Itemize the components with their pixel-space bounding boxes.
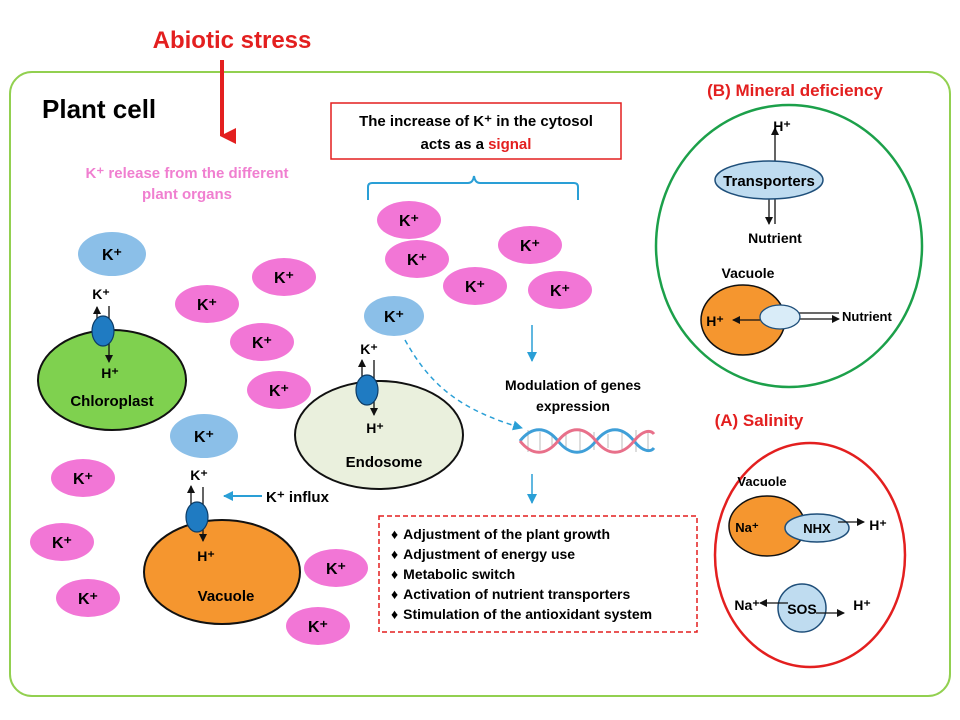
svg-text:K⁺: K⁺ — [252, 335, 272, 352]
chloroplast-label: Chloroplast — [70, 393, 153, 410]
transporters-shape — [714, 160, 824, 200]
transporters-label: Transporters — [723, 173, 815, 190]
svg-text:K⁺: K⁺ — [269, 383, 289, 400]
outcome-item: ♦Activation of nutrient transporters — [391, 586, 631, 602]
salinity-title: (A) Salinity — [715, 411, 804, 430]
svg-text:K⁺: K⁺ — [399, 213, 419, 230]
svg-text:K⁺: K⁺ — [73, 471, 93, 488]
dna-helix-icon — [518, 428, 656, 454]
chloroplast-h-label: H⁺ — [101, 365, 119, 381]
membrane-channel-icon — [91, 315, 115, 347]
chloroplast-k-label: K⁺ — [92, 286, 110, 302]
mineral-vacuole-nutrient-label: Nutrient — [842, 309, 893, 324]
svg-text:K⁺: K⁺ — [194, 429, 214, 446]
salinity-vacuole-label: Vacuole — [737, 474, 786, 489]
mineral-vacuole-label: Vacuole — [722, 265, 775, 281]
k-ion: K⁺ — [286, 607, 350, 645]
nhx-transporter — [784, 513, 850, 543]
endosome-h-label: H⁺ — [366, 420, 384, 436]
k-ion-cluster: K⁺ K⁺ K⁺ K⁺ K⁺ K⁺ K⁺ K⁺ K⁺ K⁺ K⁺ K⁺ K⁺ K… — [30, 201, 592, 645]
k-ion: K⁺ — [528, 271, 592, 309]
nhx-h-label: H⁺ — [869, 517, 887, 533]
k-ion: K⁺ — [252, 258, 316, 296]
cytosol-brace — [367, 175, 579, 200]
svg-text:K⁺: K⁺ — [197, 297, 217, 314]
mineral-h-label: H⁺ — [773, 118, 791, 134]
k-ion: K⁺ — [51, 459, 115, 497]
endosome-label: Endosome — [346, 454, 423, 471]
abiotic-stress-label: Abiotic stress — [153, 27, 312, 54]
endosome — [294, 380, 464, 490]
svg-text:K⁺: K⁺ — [520, 238, 540, 255]
svg-text:K⁺: K⁺ — [465, 279, 485, 296]
svg-text:K⁺: K⁺ — [326, 561, 346, 578]
k-ion: K⁺ — [230, 323, 294, 361]
k-ion-blue-chloroplast: K⁺ — [78, 232, 146, 276]
k-ion: K⁺ — [30, 523, 94, 561]
membrane-channel-icon — [185, 501, 209, 533]
endosome-channel: K⁺ H⁺ — [355, 341, 384, 436]
outcome-item: ♦Metabolic switch — [391, 566, 515, 582]
outcome-item: ♦Adjustment of the plant growth — [391, 526, 610, 542]
k-ion: K⁺ — [385, 240, 449, 278]
svg-text:K⁺: K⁺ — [102, 247, 122, 264]
chloroplast-channel: K⁺ H⁺ — [91, 286, 119, 381]
svg-text:K⁺: K⁺ — [78, 591, 98, 608]
plant-cell-border — [9, 71, 951, 697]
k-ion-blue-vacuole: K⁺ — [170, 414, 238, 458]
sos-label: SOS — [787, 601, 817, 617]
sos-h-label: H⁺ — [853, 597, 871, 613]
k-ion: K⁺ — [247, 371, 311, 409]
k-ion: K⁺ — [304, 549, 368, 587]
endosome-signal-dashed-arrow — [404, 339, 523, 431]
outcome-item: ♦Stimulation of the antioxidant system — [391, 606, 652, 622]
k-ion: K⁺ — [377, 201, 441, 239]
vacuole-channel: K⁺ H⁺ — [185, 467, 215, 564]
vacuole-label: Vacuole — [198, 588, 255, 605]
k-ion: K⁺ — [443, 267, 507, 305]
k-influx-label: K⁺ influx — [266, 489, 330, 506]
endosome-k-label: K⁺ — [360, 341, 378, 357]
svg-text:K⁺: K⁺ — [52, 535, 72, 552]
mineral-deficiency-circle — [654, 103, 924, 389]
k-ion-blue-endosome: K⁺ — [364, 296, 424, 336]
salinity-na-label: Na⁺ — [735, 520, 759, 535]
nhx-label: NHX — [803, 521, 831, 536]
outcomes-box — [378, 515, 698, 633]
signal-box-line1: The increase of K⁺ in the cytosol — [359, 113, 593, 130]
mineral-deficiency-title: (B) Mineral deficiency — [707, 81, 883, 100]
mineral-vacuole-transporter — [759, 304, 801, 330]
k-release-label-line2: plant organs — [142, 186, 232, 203]
svg-text:K⁺: K⁺ — [384, 309, 404, 326]
genes-label-line1: Modulation of genes — [505, 377, 641, 393]
k-ion: K⁺ — [498, 226, 562, 264]
svg-text:K⁺: K⁺ — [274, 270, 294, 287]
vacuole — [143, 519, 301, 625]
outcome-item: ♦Adjustment of energy use — [391, 546, 575, 562]
k-ion: K⁺ — [56, 579, 120, 617]
sos-na-label: Na⁺ — [734, 597, 759, 613]
mineral-nutrient-label: Nutrient — [748, 230, 802, 246]
signal-box-line2: acts as a signal — [421, 136, 532, 153]
plant-cell-title: Plant cell — [42, 94, 156, 124]
vacuole-k-label: K⁺ — [190, 467, 208, 483]
k-release-label-line1: K⁺ release from the different — [86, 165, 289, 182]
mineral-vacuole-h-label: H⁺ — [706, 313, 724, 329]
sos-transporter — [777, 583, 827, 633]
k-ion: K⁺ — [175, 285, 239, 323]
membrane-channel-icon — [355, 374, 379, 406]
svg-text:K⁺: K⁺ — [550, 283, 570, 300]
vacuole-h-label: H⁺ — [197, 548, 215, 564]
outcomes-list: ♦Adjustment of the plant growth ♦Adjustm… — [391, 526, 652, 622]
svg-text:K⁺: K⁺ — [308, 619, 328, 636]
salinity-circle — [713, 441, 907, 669]
svg-text:K⁺: K⁺ — [407, 252, 427, 269]
genes-label-line2: expression — [536, 398, 610, 414]
signal-box — [330, 102, 622, 160]
